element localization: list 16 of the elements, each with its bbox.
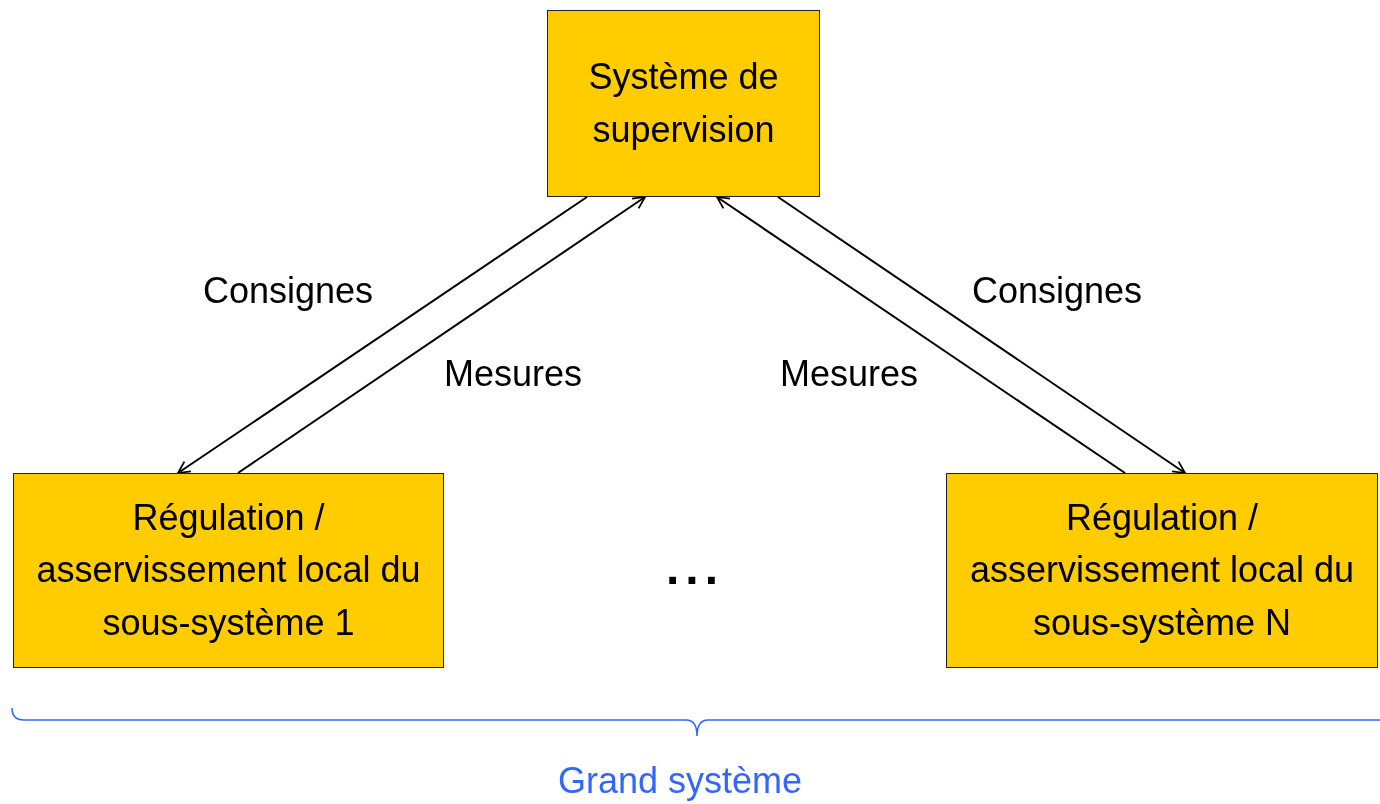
- box-label: Système de supervision: [587, 55, 780, 152]
- process-box: [13, 473, 444, 668]
- box-label: Régulation / asservissement local du sous-système N: [968, 496, 1356, 645]
- arrow: [237, 196, 646, 474]
- process-box: [946, 473, 1378, 668]
- ellipsis: ...: [666, 540, 724, 595]
- edge-label: Consignes: [203, 270, 374, 312]
- edge-label: Mesures: [444, 353, 583, 395]
- box-label: Régulation / asservissement local du sous-système 1: [35, 496, 422, 645]
- process-box: [547, 10, 820, 197]
- edge-label: Mesures: [780, 353, 919, 395]
- arrow: [716, 196, 1126, 474]
- arrow: [777, 196, 1186, 474]
- edge-label: Consignes: [972, 270, 1143, 312]
- group-caption: Grand système: [558, 760, 803, 802]
- arrow: [177, 196, 588, 474]
